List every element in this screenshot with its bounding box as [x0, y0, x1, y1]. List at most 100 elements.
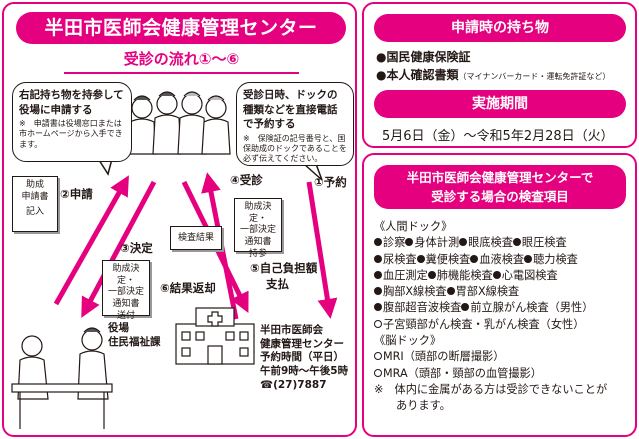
item-id-document: ●本人確認書類（マイナンバーカード・運転免許証など） [376, 66, 610, 83]
items-heading: 申請時の持ち物 [374, 14, 626, 42]
metal-note-cont: あります。 [396, 399, 451, 413]
exam-item: 眼圧検査 [521, 236, 567, 250]
exam-item: 聴力検査 [533, 252, 578, 266]
exam-item: 身体計測 [414, 236, 460, 250]
center-name: 健康管理センター [260, 337, 344, 350]
exam-items-heading: 半田市医師会健康管理センターで 受診する場合の検査項目 [374, 165, 626, 209]
city-office-line: 役場 [108, 322, 129, 334]
human-dock-row: 腹部超音波検査前立腺がん検査（男性） [374, 300, 634, 316]
bullet-icon [374, 287, 382, 296]
flow-subtitle: 受診の流れ①〜⑥ [64, 48, 299, 74]
bullet-icon [470, 254, 479, 263]
exam-item: 胸部X線検査 [383, 285, 447, 299]
exam-item: 心電図検査 [501, 268, 558, 282]
human-dock-row: 診察身体計測眼底検査眼圧検査 [374, 235, 634, 251]
exam-items-panel: 半田市医師会健康管理センターで 受診する場合の検査項目 《人間ドック》 診察身体… [362, 153, 637, 437]
doc-line: 一部決定 [239, 225, 276, 236]
bullet-icon [461, 303, 470, 312]
bullet-icon [512, 238, 521, 247]
doc-line: 助成 [25, 180, 44, 190]
exam-item: 眼底検査 [468, 236, 513, 250]
doc-line: 記入 [25, 207, 44, 218]
human-dock-label: 《人間ドック》 [374, 220, 453, 233]
doc-notice-sent: 助成決定・ 一部決定 通知書 送付 [102, 260, 150, 321]
optional-marker-icon [374, 352, 382, 361]
exam-item: 腹部超音波検査 [383, 301, 462, 315]
bubble-reserve-note: ※ 保険証の記号番号と、国保助成のドックであることを必ず伝えてください。 [243, 133, 347, 164]
exam-item: 前立腺がん検査（男性） [470, 301, 594, 315]
family-illustration [127, 91, 231, 155]
city-office-label: 役場 住民福祉課 [108, 322, 161, 349]
speech-bubble-reserve: 受診日時、ドックの種類などを直接電話で予約する ※ 保険証の記号番号と、国保助成… [236, 82, 354, 166]
bubble-apply-text: 右記持ち物を持参して役場に申請する [19, 89, 124, 116]
step-5-payment: ⑤自己負担額 [250, 261, 318, 275]
bullet-icon [405, 238, 414, 247]
speech-bubble-apply: 右記持ち物を持参して役場に申請する ※ 申請書は役場窓口または市ホームページから… [12, 82, 132, 162]
metal-note: ※ 体内に金属がある方は受診できないことが [374, 382, 608, 396]
optional-marker-icon [374, 368, 382, 377]
bullet-icon [374, 303, 382, 312]
exam-item: 胃部X線検査 [455, 285, 520, 299]
bullet-icon [492, 270, 501, 279]
heading-line: 受診する場合の検査項目 [431, 188, 569, 204]
doc-notice-holding: 助成決定・ 一部決定 通知書 持参 [234, 198, 282, 259]
panel-title: 半田市医師会健康管理センター [16, 12, 346, 44]
center-phone: ☎(27)7887 [260, 378, 327, 391]
item-id-note: （マイナンバーカード・運転免許証など） [458, 72, 611, 81]
doc-line: 助成決定・ [244, 202, 272, 224]
optional-item: 子宮頸部がん検査・乳がん検査（女性） [374, 317, 634, 333]
city-office-line: 住民福祉課 [108, 335, 161, 348]
step-6-results: ⑥結果返却 [160, 281, 216, 295]
doc-results: 検査結果 [170, 226, 222, 250]
heading-line: 半田市医師会健康管理センターで [406, 170, 594, 185]
center-name: 半田市医師会 [260, 324, 323, 336]
doc-line: 通知書 [244, 237, 272, 248]
human-dock-row: 胸部X線検査胃部X線検査 [374, 284, 634, 300]
center-contact: 半田市医師会 健康管理センター 予約時間（平日） 午前9時〜午後5時 ☎(27)… [260, 324, 348, 392]
clinic-building-illustration [175, 307, 255, 365]
exam-item: 診察 [383, 236, 406, 250]
exam-item: 肺機能検査 [436, 268, 493, 282]
brain-mri-text: MRI（頭部の断層撮影） [383, 350, 505, 364]
brain-dock-label: 《脳ドック》 [374, 334, 442, 348]
period-text: 5月6日（金）〜令和5年2月28日（火） [382, 129, 614, 144]
doc-line: 一部決定 [107, 287, 144, 298]
bullet-icon [374, 254, 382, 263]
human-dock-items: 診察身体計測眼底検査眼圧検査尿検査糞便検査血液検査聴力検査血圧測定肺機能検査心電… [374, 235, 634, 316]
human-dock-row: 血圧測定肺機能検査心電図検査 [374, 268, 634, 284]
doc-line: 持参 [248, 248, 267, 259]
exam-item: 糞便検査 [425, 252, 471, 266]
doc-line: 申請書 [21, 191, 49, 202]
doc-application-form: 助成 申請書 記入 [12, 176, 58, 232]
step-3-decision: ③決定 [120, 241, 153, 255]
center-hours: 午前9時〜午後5時 [260, 364, 349, 377]
bullet-icon [374, 270, 382, 279]
bubble-apply-note: ※ 申請書は役場窓口または市ホームページから入手できます。 [19, 119, 123, 149]
doc-line: 通知書 [112, 299, 140, 310]
exam-item: 血液検査 [479, 252, 525, 266]
doc-line: 送付 [116, 310, 135, 321]
doc-line: 助成決定・ [112, 264, 140, 286]
office-staff-illustration [11, 327, 113, 429]
step-4-exam: ④受診 [230, 173, 263, 187]
step-1-reserve: ①予約 [314, 175, 347, 189]
step-5-payment-cont: 支払 [266, 277, 289, 291]
bullet-icon [524, 254, 533, 263]
exam-items-list: 《人間ドック》 診察身体計測眼底検査眼圧検査尿検査糞便検査血液検査聴力検査血圧測… [374, 219, 634, 415]
human-dock-row: 尿検査糞便検査血液検査聴力検査 [374, 252, 634, 268]
bullet-icon [427, 270, 436, 279]
step-2-apply: ②申請 [60, 187, 93, 201]
center-hours-label: 予約時間（平日） [260, 351, 344, 364]
exam-item: 血圧測定 [383, 268, 428, 282]
optional-item-text: 子宮頸部がん検査・乳がん検査（女性） [383, 317, 585, 331]
brain-mra-item: MRA（頭部・頸部の血管撮影） [374, 366, 634, 382]
bubble-reserve-text: 受診日時、ドックの種類などを直接電話で予約する [243, 89, 338, 130]
flow-panel: 半田市医師会健康管理センター 受診の流れ①〜⑥ [2, 2, 357, 437]
flow-arrow [53, 172, 338, 320]
item-id-label: ●本人確認書類 [376, 68, 459, 82]
bullet-icon [446, 287, 455, 296]
exam-item: 尿検査 [383, 252, 417, 266]
bullet-icon [459, 238, 468, 247]
bullet-icon [374, 238, 382, 247]
period-heading: 実施期間 [374, 90, 626, 118]
